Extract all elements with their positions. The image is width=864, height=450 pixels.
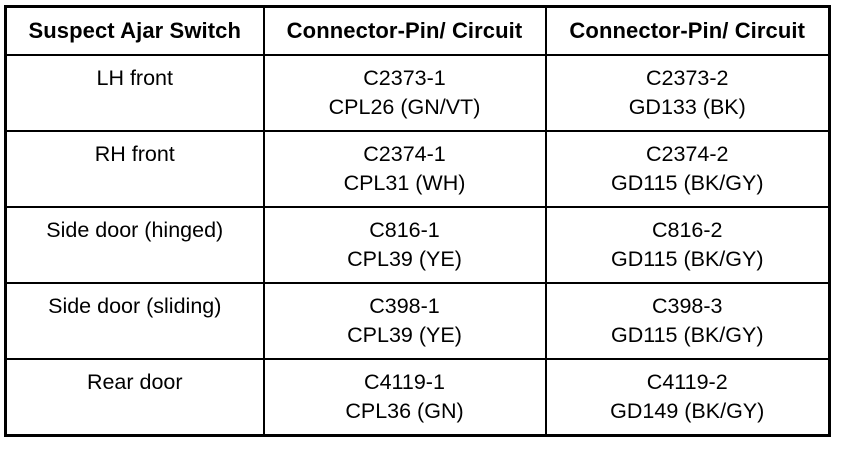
header-connector-pin-circuit-1: Connector-Pin/ Circuit: [262, 5, 547, 56]
circuit: GD133 (BK): [628, 95, 746, 119]
circuit: GD115 (BK/GY): [610, 323, 764, 347]
switch-cell: Side door (hinged): [4, 206, 265, 284]
connector-pin: C398-3: [651, 294, 723, 318]
switch-name: LH front: [96, 66, 173, 90]
connector-pin: C816-2: [651, 218, 723, 242]
header-connector-pin-circuit-2: Connector-Pin/ Circuit: [544, 5, 831, 56]
circuit: CPL36 (GN): [345, 399, 464, 423]
connector-pin: C4119-1: [364, 370, 445, 394]
connector-pin: C398-1: [369, 294, 440, 318]
connector-pin: C2374-2: [646, 142, 729, 166]
circuit: CPL39 (YE): [347, 323, 462, 347]
switch-cell: LH front: [4, 54, 265, 132]
connector-pin: C4119-2: [646, 370, 728, 394]
circuit: CPL39 (YE): [347, 247, 462, 271]
switch-name: Side door (sliding): [48, 294, 222, 318]
circuit: CPL26 (GN/VT): [328, 95, 481, 119]
switch-cell: Rear door: [4, 358, 265, 436]
connector-pin: C2373-2: [646, 66, 729, 90]
circuit: CPL31 (WH): [343, 171, 466, 195]
switch-name: Side door (hinged): [46, 218, 224, 242]
switch-cell: RH front: [4, 130, 265, 208]
connector-pin: C816-1: [369, 218, 440, 242]
connector-pin: C2373-1: [363, 66, 446, 90]
ajar-switch-table-container: Suspect Ajar Switch Connector-Pin/ Circu…: [4, 5, 831, 437]
circuit: GD115 (BK/GY): [610, 171, 764, 195]
switch-cell: Side door (sliding): [4, 282, 265, 360]
circuit: GD115 (BK/GY): [610, 247, 764, 271]
ajar-switch-table: Suspect Ajar Switch Connector-Pin/ Circu…: [4, 5, 831, 437]
circuit: GD149 (BK/GY): [610, 399, 765, 423]
connector-pin: C2374-1: [363, 142, 446, 166]
table-header-row: Suspect Ajar Switch Connector-Pin/ Circu…: [4, 5, 831, 56]
switch-name: RH front: [94, 142, 175, 166]
switch-name: Rear door: [86, 370, 183, 394]
header-suspect-ajar-switch: Suspect Ajar Switch: [4, 5, 265, 56]
